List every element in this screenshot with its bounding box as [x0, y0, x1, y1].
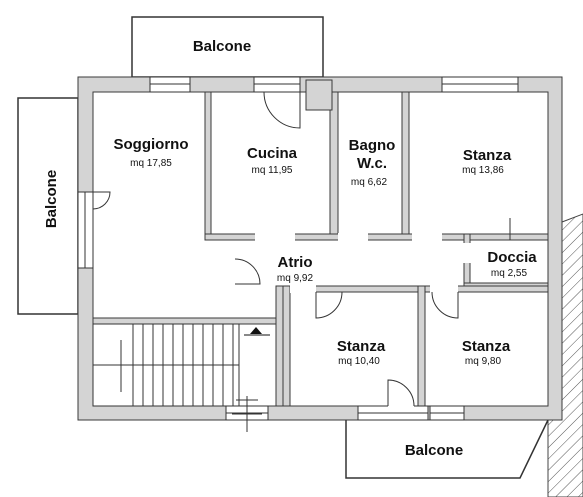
soggiorno-label: Soggiorno [114, 136, 189, 153]
door-arcs [92, 91, 459, 407]
staircase [92, 323, 240, 407]
stanza-top-label: Stanza [463, 147, 512, 164]
bagno-area: mq 6,62 [351, 177, 388, 188]
stair-direction-icon [250, 327, 262, 334]
door-gaps [204, 233, 471, 407]
doccia-area: mq 2,55 [491, 268, 528, 279]
stanza-top-area: mq 13,86 [462, 165, 504, 176]
cucina-area: mq 11,95 [252, 165, 293, 176]
soggiorno-area: mq 17,85 [130, 158, 172, 169]
balcony-bottom-label: Balcone [405, 442, 463, 459]
stanza-mid-label: Stanza [337, 338, 386, 355]
stanza-right-label: Stanza [462, 338, 511, 355]
interior-walls [92, 79, 549, 407]
balcony-top-label: Balcone [193, 38, 251, 55]
cucina-label: Cucina [247, 145, 298, 162]
bagno-label-2: W.c. [357, 155, 387, 172]
exterior-wall [77, 76, 563, 421]
bagno-label: Bagno [349, 137, 396, 154]
stanza-mid-area: mq 10,40 [338, 356, 380, 367]
window-lines [84, 83, 518, 414]
entrance-marker [232, 396, 262, 432]
balcony-left-label: Balcone [43, 170, 60, 228]
balcony-bottom [345, 419, 549, 479]
atrio-label: Atrio [278, 254, 313, 271]
atrio-area: mq 9,92 [277, 273, 314, 284]
stanza-right-area: mq 9,80 [465, 356, 502, 367]
doccia-label: Doccia [487, 249, 537, 266]
